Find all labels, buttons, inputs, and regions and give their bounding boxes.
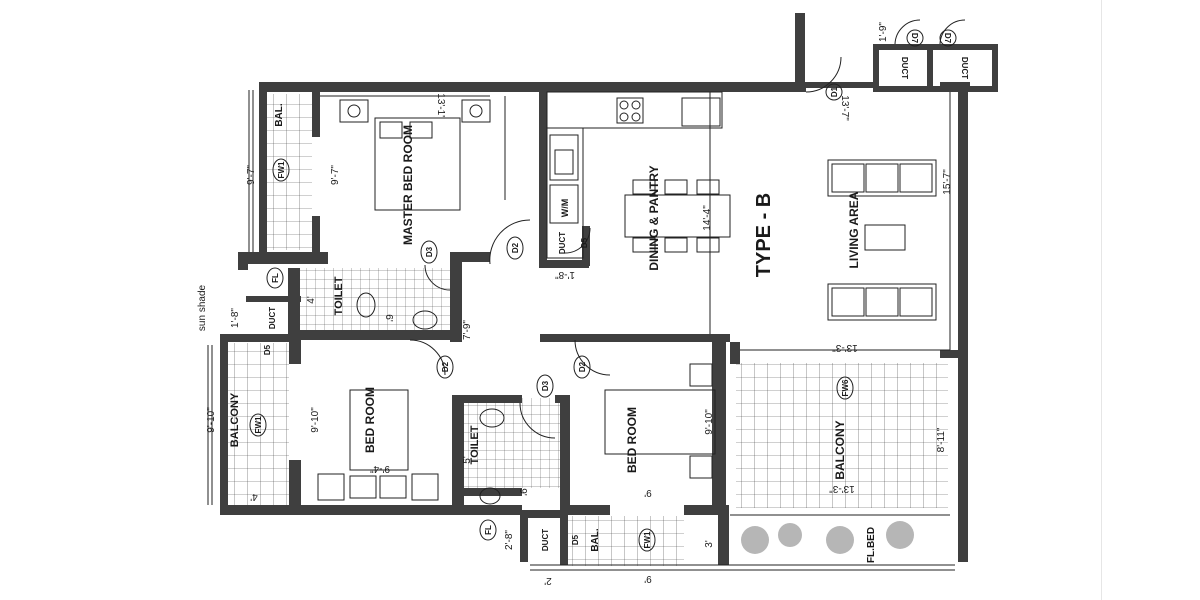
- type-label: TYPE - B: [753, 193, 775, 277]
- walls: [220, 13, 998, 565]
- door-tag-d7: D7: [943, 33, 952, 44]
- dim-label: 3': [704, 540, 715, 548]
- dim-label: 5': [462, 456, 473, 464]
- dim-label: 9'-4": [370, 463, 390, 474]
- dim-label: 1'-9": [878, 22, 889, 42]
- balcony-left-tiles: [227, 343, 289, 505]
- bedroom-right-label: BED ROOM: [625, 407, 639, 473]
- dim-label: 9': [644, 573, 652, 584]
- bal-top-tiles: [262, 94, 312, 250]
- dim-label: 9'-10": [704, 409, 715, 435]
- bal-bottom-label: BAL.: [590, 528, 601, 552]
- page-edge-line: [1101, 0, 1102, 600]
- dim-label: 2': [544, 575, 552, 586]
- dim-label: 13'-3": [832, 342, 858, 353]
- dim-label: 8'-11": [936, 427, 947, 452]
- dim-label: 1'-8": [555, 269, 575, 280]
- balcony-right-tiles: [736, 363, 948, 508]
- window-tag-fw1: FW1: [254, 416, 263, 433]
- dim-label: 9'-10": [310, 407, 321, 433]
- dim-label: 9': [644, 487, 652, 498]
- left-bed: [317, 389, 439, 501]
- balcony-right-label: BALCONY: [833, 420, 847, 479]
- sun-shade-label: sun shade: [197, 284, 208, 331]
- toilet-top-label: TOILET: [333, 276, 345, 315]
- window-tag-fw6: FW6: [841, 379, 850, 396]
- duct-label: DUCT: [268, 307, 277, 329]
- duct-label: DUCT: [900, 57, 909, 79]
- door-tag-d3: D3: [425, 246, 434, 257]
- bal-bottom-tiles: [566, 516, 684, 566]
- dim-label: 6': [383, 314, 394, 322]
- bal-top-label: BAL.: [274, 103, 285, 127]
- wm-label: W/M: [560, 199, 570, 218]
- dim-label: 9'-7": [246, 165, 257, 185]
- door-tag-d2: D2: [441, 361, 450, 372]
- toilet-mid-label: TOILET: [469, 425, 481, 464]
- dim-label: 7'-9": [462, 320, 473, 340]
- toilet-mid-tiles: [462, 398, 565, 488]
- dim-label: 14'-4": [702, 205, 713, 231]
- flower-bed-label: FL.BED: [866, 527, 877, 563]
- dim-label: 9': [517, 488, 528, 496]
- bedroom-left-label: BED ROOM: [363, 387, 377, 453]
- dining-pantry-label: DINING & PANTRY: [647, 165, 661, 270]
- dim-label: 1'-8": [230, 308, 241, 328]
- dim-label: 13'-1": [435, 93, 446, 119]
- dim-label: 15'-7": [942, 169, 953, 195]
- thin-lines: [207, 90, 955, 571]
- door-tag-d1: D1: [830, 86, 839, 97]
- door-arcs: [409, 19, 966, 439]
- door-tag-d2: D2: [511, 242, 520, 253]
- door-tag-d5: D5: [571, 534, 580, 545]
- floor-trap-tag: FL: [271, 273, 280, 283]
- duct-label: DUCT: [558, 232, 567, 254]
- living-area-label: LIVING AREA: [847, 191, 861, 268]
- door-tag-d5: D5: [263, 344, 272, 355]
- door-tag-d5: D5: [580, 237, 589, 248]
- toilet-top-tiles: [300, 268, 455, 336]
- door-tag-d7: D7: [910, 33, 919, 44]
- floor-trap-tag: FL: [484, 525, 493, 535]
- dim-label: 4': [250, 491, 258, 502]
- door-tag-d3: D3: [541, 380, 550, 391]
- living-sofas: [827, 159, 937, 321]
- balcony-left-label: BALCONY: [229, 392, 241, 447]
- dim-label: 13'-3": [829, 483, 855, 494]
- window-tag-fw1: FW1: [277, 161, 286, 178]
- dim-label: 9'-10": [206, 407, 217, 433]
- duct-label: DUCT: [541, 529, 550, 551]
- right-bed: [604, 363, 716, 479]
- dim-label: 9'-7": [330, 165, 341, 185]
- dim-label: 2'-8": [504, 530, 515, 550]
- dim-label: 13'-7": [839, 95, 850, 121]
- master-bed: [374, 117, 461, 211]
- master-bedroom-label: MASTER BED ROOM: [401, 125, 415, 245]
- toilet-fixtures: [356, 292, 505, 505]
- dining-table: [624, 179, 731, 253]
- door-tag-d2: D2: [578, 361, 587, 372]
- flower-bed-plants: [741, 521, 914, 554]
- door-tags: D1 D2 D2 D2 D3 D3 D5 D5 D5 D7 D7 FW1 FW1…: [249, 29, 957, 552]
- duct-label: DUCT: [960, 57, 969, 79]
- window-tag-fw1: FW1: [643, 531, 652, 548]
- dim-label: 4': [306, 296, 317, 304]
- dimension-labels: 13'-1" 9'-7" 9'-7" 1'-9" 13'-7" 14'-4" 1…: [206, 22, 953, 586]
